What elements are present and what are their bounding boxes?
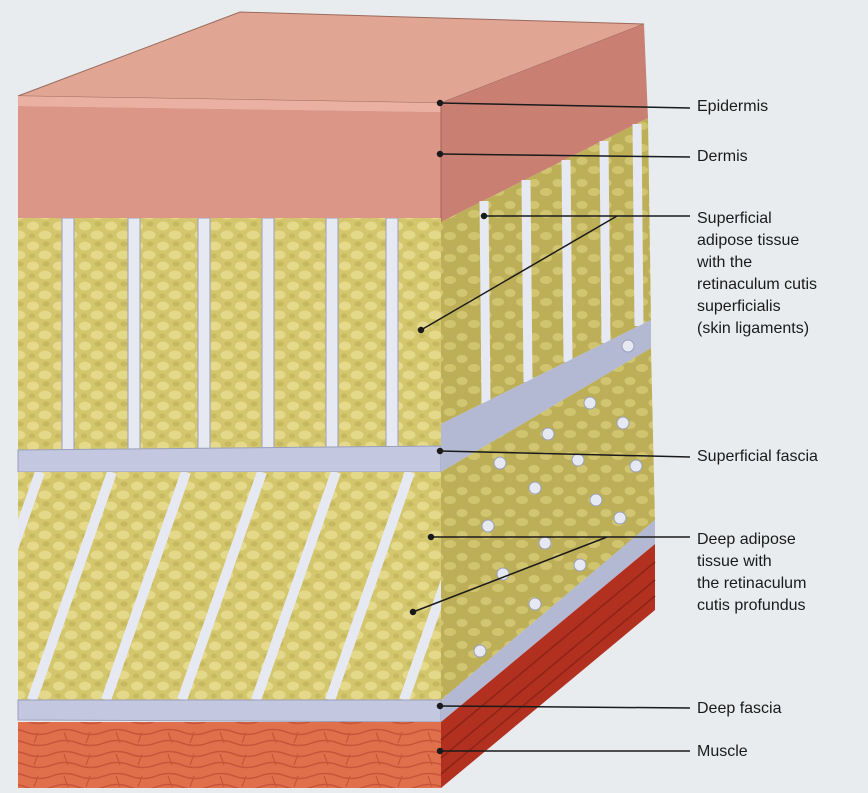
deep-fascia-front bbox=[18, 700, 441, 722]
deep-adipose-front bbox=[18, 472, 441, 700]
superficial-fascia-front bbox=[18, 446, 441, 472]
label-superficial-adipose-tissue: Superficial adipose tissue with the reti… bbox=[697, 208, 817, 340]
label-dermis: Dermis bbox=[697, 147, 748, 167]
label-epidermis: Epidermis bbox=[697, 97, 768, 117]
label-muscle: Muscle bbox=[697, 742, 748, 762]
superficial-adipose-front bbox=[18, 218, 441, 450]
label-superficial-fascia: Superficial fascia bbox=[697, 447, 818, 467]
label-deep-adipose-tissue: Deep adipose tissue with the retinaculum… bbox=[697, 529, 806, 617]
dermis-front bbox=[18, 106, 441, 222]
muscle-front bbox=[18, 722, 441, 788]
label-deep-fascia: Deep fascia bbox=[697, 699, 782, 719]
